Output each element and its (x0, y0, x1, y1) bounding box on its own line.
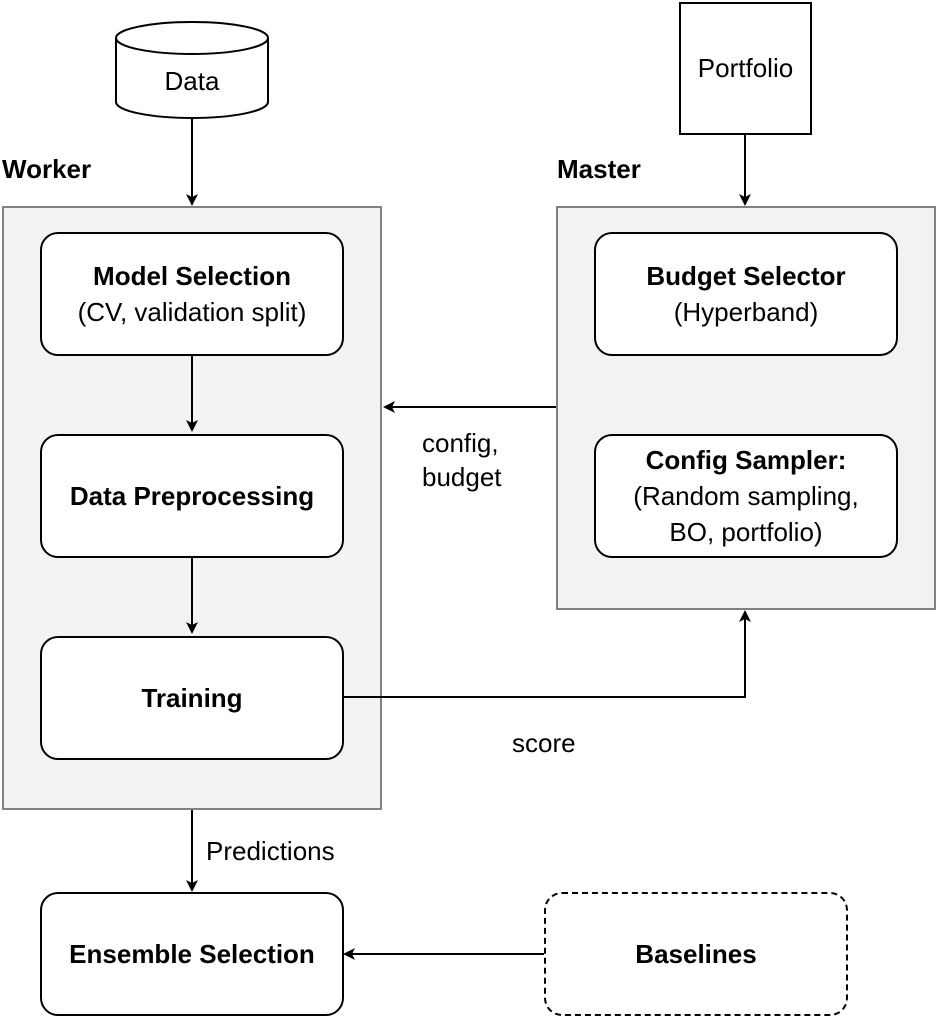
config-sampler-title: Config Sampler: (645, 445, 847, 475)
predictions-label: Predictions (206, 836, 335, 866)
portfolio-node: Portfolio (679, 2, 812, 135)
ensemble-selection-node: Ensemble Selection (40, 892, 344, 1016)
score-label: score (512, 728, 576, 758)
model-selection-title: Model Selection (93, 261, 291, 291)
config-budget-line1: config, (422, 428, 499, 458)
config-sampler-subtitle-line1: (Random sampling, (633, 481, 859, 511)
budget-selector-title: Budget Selector (646, 261, 846, 291)
data-node-label: Data (164, 66, 220, 96)
master-group-label: Master (557, 154, 641, 184)
baselines-node: Baselines (544, 892, 848, 1016)
worker-group-label: Worker (2, 154, 92, 184)
ensemble-selection-title: Ensemble Selection (69, 939, 315, 969)
budget-selector-subtitle: (Hyperband) (673, 297, 819, 327)
budget-selector-node: Budget Selector (Hyperband) (594, 232, 898, 356)
model-selection-node: Model Selection (CV, validation split) (40, 232, 344, 356)
config-sampler-subtitle-line2: BO, portfolio) (669, 517, 823, 547)
data-preprocessing-title: Data Preprocessing (69, 481, 315, 511)
training-to-master-arrow (343, 610, 751, 698)
data-cylinder (115, 21, 269, 119)
data-preprocessing-node: Data Preprocessing (40, 434, 344, 558)
config-budget-line2: budget (422, 462, 502, 492)
baselines-title: Baselines (635, 939, 757, 969)
portfolio-label: Portfolio (697, 53, 794, 83)
training-node: Training (40, 636, 344, 760)
config-sampler-node: Config Sampler: (Random sampling, BO, po… (594, 434, 898, 558)
config-budget-label: config, budget (422, 426, 502, 494)
training-title: Training (141, 683, 243, 713)
model-selection-subtitle: (CV, validation split) (77, 297, 307, 327)
